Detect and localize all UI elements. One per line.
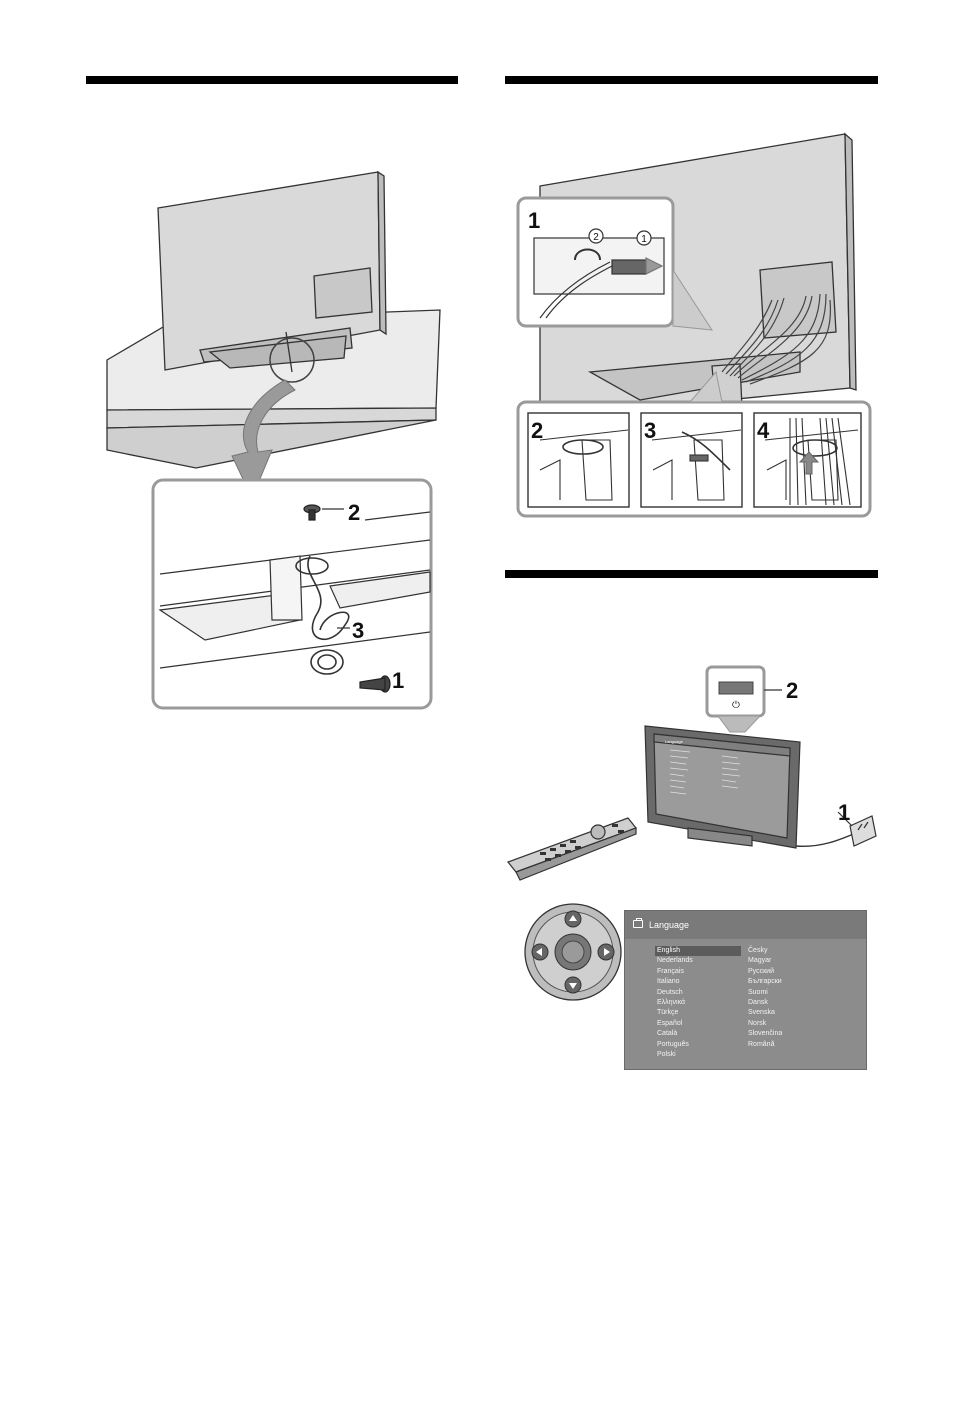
language-option[interactable]: Français [657,967,684,975]
section-rule-left [86,76,458,84]
detail-steps-content [539,417,859,506]
callout-1-right-mid: 1 [838,800,850,825]
cable-bundle [721,293,832,385]
language-option[interactable]: Norsk [748,1019,767,1027]
detail-circle-marker [269,337,315,383]
detail-1-content [533,237,665,319]
language-option[interactable]: Polski [657,1050,676,1058]
navigation-pad-icon [524,903,622,1001]
language-option[interactable]: Nederlands [657,957,693,965]
language-option[interactable]: Česky [748,947,768,954]
language-option[interactable]: Română [748,1040,775,1048]
circled-number-2: 2 [588,228,604,244]
screw-icon [359,675,391,693]
callout-2-left: 2 [348,500,360,525]
callout-4-right-top: 4 [757,418,770,443]
power-button [718,681,754,695]
power-plug-icon [849,815,877,847]
language-option[interactable]: Português [657,1040,689,1048]
power-symbol: ⏻ [732,700,740,711]
language-option[interactable]: Català [657,1030,678,1038]
language-option[interactable]: Italiano [657,978,680,986]
screw-icon [303,504,321,521]
toolbox-icon [633,918,643,928]
callout-3-left: 3 [352,618,364,643]
power-cord [795,831,859,848]
language-option[interactable]: Türkçe [657,1009,679,1017]
section-rule-right-mid [505,570,878,578]
remote-control-icon [507,817,637,881]
svg-text:2: 2 [593,232,599,243]
language-menu-title: Language [649,920,690,930]
language-option[interactable]: Dansk [748,998,768,1006]
section-rule-right-top [505,76,878,84]
callout-1-right-top: 1 [528,208,540,233]
callout-3-right-top: 3 [644,418,656,443]
svg-text:1: 1 [641,234,647,245]
language-option[interactable]: Български [748,978,782,986]
callout-1-left: 1 [392,668,404,693]
tv-front-view [644,725,801,849]
language-option[interactable]: Русский [748,967,774,975]
callout-2-right-mid: 2 [786,678,798,703]
tv-screen-title: Language [665,739,684,744]
language-option[interactable]: Slovenčina [748,1030,783,1038]
language-option[interactable]: Ελληνικά [657,998,686,1006]
language-option[interactable]: Svenska [748,1009,775,1017]
tv-screen-menu-lines [669,749,741,795]
circled-number-1: 1 [636,230,652,246]
language-option[interactable]: Suomi [748,988,768,996]
arrow-down-icon [231,379,296,500]
cable-tie-icon [295,555,350,675]
language-option[interactable]: Deutsch [657,988,683,996]
language-option[interactable]: English [655,946,741,957]
language-option[interactable]: Magyar [748,957,772,965]
language-option[interactable]: Español [657,1019,683,1027]
detail-stand [158,511,431,669]
callout-2-right-top: 2 [531,418,543,443]
language-menu-header: Language [625,911,866,939]
